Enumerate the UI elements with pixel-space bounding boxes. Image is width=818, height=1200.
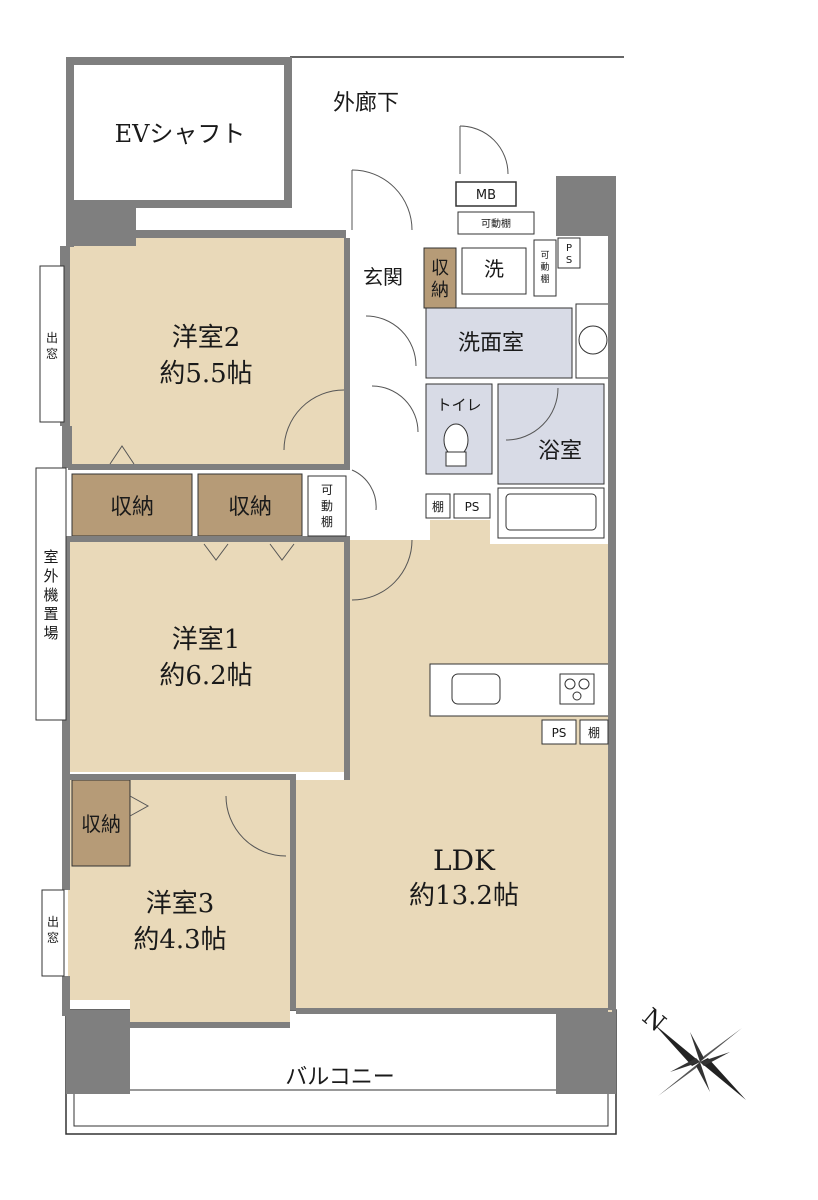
stove-burner-2 (578, 678, 590, 690)
room2-name: 洋室2 (172, 323, 241, 353)
storage-closet-1 (71, 473, 193, 537)
bay-window-bottom-label-1: 出 (47, 915, 59, 929)
tana-kitchen-label: 棚 (588, 725, 600, 740)
balcony-column-left (66, 1010, 130, 1094)
room3-size: 約4.3帖 (133, 925, 226, 955)
balcony-rail (73, 1089, 609, 1127)
ps-top-label-1: P (566, 243, 572, 254)
movable-shelf-hall (307, 475, 347, 537)
bay-window-top-label-2: 窓 (46, 346, 58, 361)
ps-box-mid (453, 493, 491, 519)
outdoor-unit-label-2: 外 (43, 567, 58, 585)
balcony-area (65, 1009, 617, 1135)
room1-name: 洋室1 (172, 625, 241, 655)
ps-box-kitchen (541, 719, 577, 745)
hallway-floor (345, 238, 425, 540)
ps-top-label-2: S (566, 255, 572, 266)
ps-mid-label: PS (465, 500, 480, 514)
bay-window-top-label-1: 出 (46, 331, 58, 345)
kitchen-stove (559, 673, 595, 705)
toilet-label: トイレ (436, 396, 481, 414)
movable-shelf-top-label: 可動棚 (481, 217, 511, 230)
tana-box-mid (425, 493, 451, 519)
outer-corridor-label: 外廊下 (333, 91, 399, 116)
bay-window-bottom-label-2: 窓 (47, 930, 59, 945)
stove-burner-3 (572, 691, 582, 701)
compass-north-label: N (637, 1003, 671, 1038)
ldk-name: LDK (433, 844, 496, 877)
ldk-floor (296, 520, 612, 1012)
movable-shelf-top (457, 211, 535, 235)
entrance-storage-label-1: 収 (431, 258, 449, 279)
ps-box-top (557, 237, 581, 269)
washroom-floor (425, 307, 573, 379)
ldk-size: 約13.2帖 (409, 881, 519, 911)
stove-burner-1 (564, 678, 576, 690)
ev-shaft-label: EVシャフト (115, 120, 246, 148)
door-swings (109, 125, 559, 857)
outdoor-unit-label-3: 機 (43, 586, 58, 604)
entrance-storage-label-2: 納 (431, 280, 449, 301)
room2-size: 約5.5帖 (159, 359, 252, 389)
outdoor-unit-label-1: 室 (43, 548, 58, 566)
shelf-side-label-2: 動 (540, 262, 549, 273)
washroom-label: 洗面室 (458, 331, 524, 356)
tana-mid-label: 棚 (432, 499, 444, 514)
balcony-column-right (556, 1010, 616, 1094)
kitchen-sink (451, 673, 501, 705)
balcony-label: バルコニー (285, 1065, 395, 1090)
hall-shelf-label-3: 棚 (321, 514, 333, 529)
shelf-side-label-1: 可 (540, 250, 549, 261)
bath-label: 浴室 (538, 439, 582, 464)
toilet-tank (445, 451, 467, 467)
outdoor-unit-label-5: 場 (43, 624, 58, 642)
washer-space (461, 247, 527, 295)
room3-name: 洋室3 (146, 889, 215, 919)
storage-closet-2 (197, 473, 303, 537)
entrance-label: 玄関 (363, 265, 403, 289)
outdoor-unit-area (35, 467, 67, 721)
room2-floor (66, 238, 345, 468)
movable-shelf-side (533, 239, 557, 297)
hall-shelf-label-1: 可 (321, 483, 333, 497)
bay-window-bottom (41, 889, 65, 977)
storage-label-3: 収納 (81, 812, 121, 836)
tana-box-kitchen (579, 719, 609, 745)
storage-label-1: 収納 (110, 495, 154, 520)
outdoor-unit-label-4: 置 (43, 605, 58, 623)
mb-box (455, 181, 517, 207)
room1-size: 約6.2帖 (159, 661, 252, 691)
room1-floor (68, 540, 348, 772)
bay-window-top (39, 265, 65, 423)
storage-label-2: 収納 (228, 495, 272, 520)
compass-rose (654, 1024, 746, 1100)
washer-label: 洗 (484, 257, 504, 281)
ps-kitchen-label: PS (552, 726, 567, 740)
bathtub-inner (505, 493, 597, 531)
wash-basin-bowl (578, 325, 608, 355)
bathroom-floor (497, 383, 605, 485)
mb-label: MB (476, 188, 496, 203)
storage-closet-3 (71, 779, 131, 867)
shelf-side-label-3: 棚 (540, 273, 549, 285)
toilet-bowl (443, 423, 469, 457)
hall-shelf-label-2: 動 (321, 499, 333, 513)
